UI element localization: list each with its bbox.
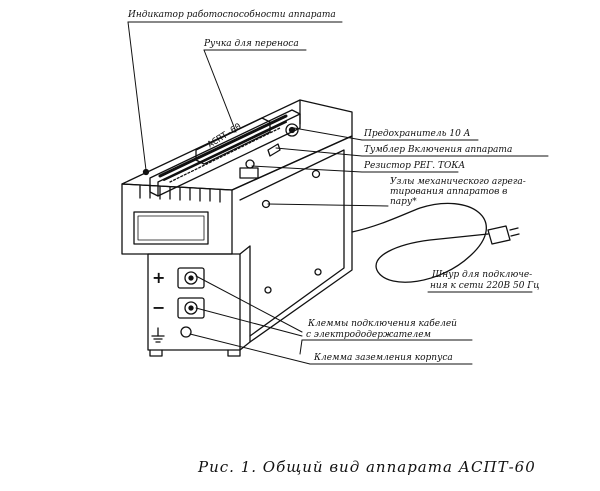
label-cord-line-2: ния к сети 220В 50 Гц: [430, 281, 540, 291]
label-mechanism-line-1: Узлы механического агрега-: [390, 177, 526, 187]
leader-lines: [127, 21, 549, 365]
label-indicator: Индикатор работоспособности аппарата: [128, 10, 336, 20]
label-cord-line-1: Шнур для подключе-: [432, 270, 533, 280]
label-mechanism-line-3: пару*: [390, 197, 417, 207]
label-clamps-line-2: с электрододержателем: [306, 330, 431, 340]
minus-sign: −: [152, 298, 166, 317]
side-panel: [231, 135, 353, 343]
front-panel: [121, 168, 233, 255]
carry-handle: [149, 109, 301, 197]
label-clamps-line-1: Клеммы подключения кабелей: [308, 319, 457, 329]
label-mechanism-line-2: тирования аппаратов в: [390, 187, 508, 197]
label-resistor: Резистор РЕГ. ТОКА: [364, 161, 466, 171]
figure-caption: Рис. 1. Общий вид аппарата АСПТ-60: [198, 458, 536, 476]
label-fuse: Предохранитель 10 А: [364, 129, 471, 139]
power-cord: [351, 202, 520, 283]
label-handle: Ручка для переноса: [204, 39, 299, 49]
label-toggle: Тумблер Включения аппарата: [364, 145, 513, 155]
plus-sign: +: [152, 268, 166, 287]
label-ground: Клемма заземления корпуса: [314, 353, 453, 363]
rear-controls: [239, 123, 299, 179]
